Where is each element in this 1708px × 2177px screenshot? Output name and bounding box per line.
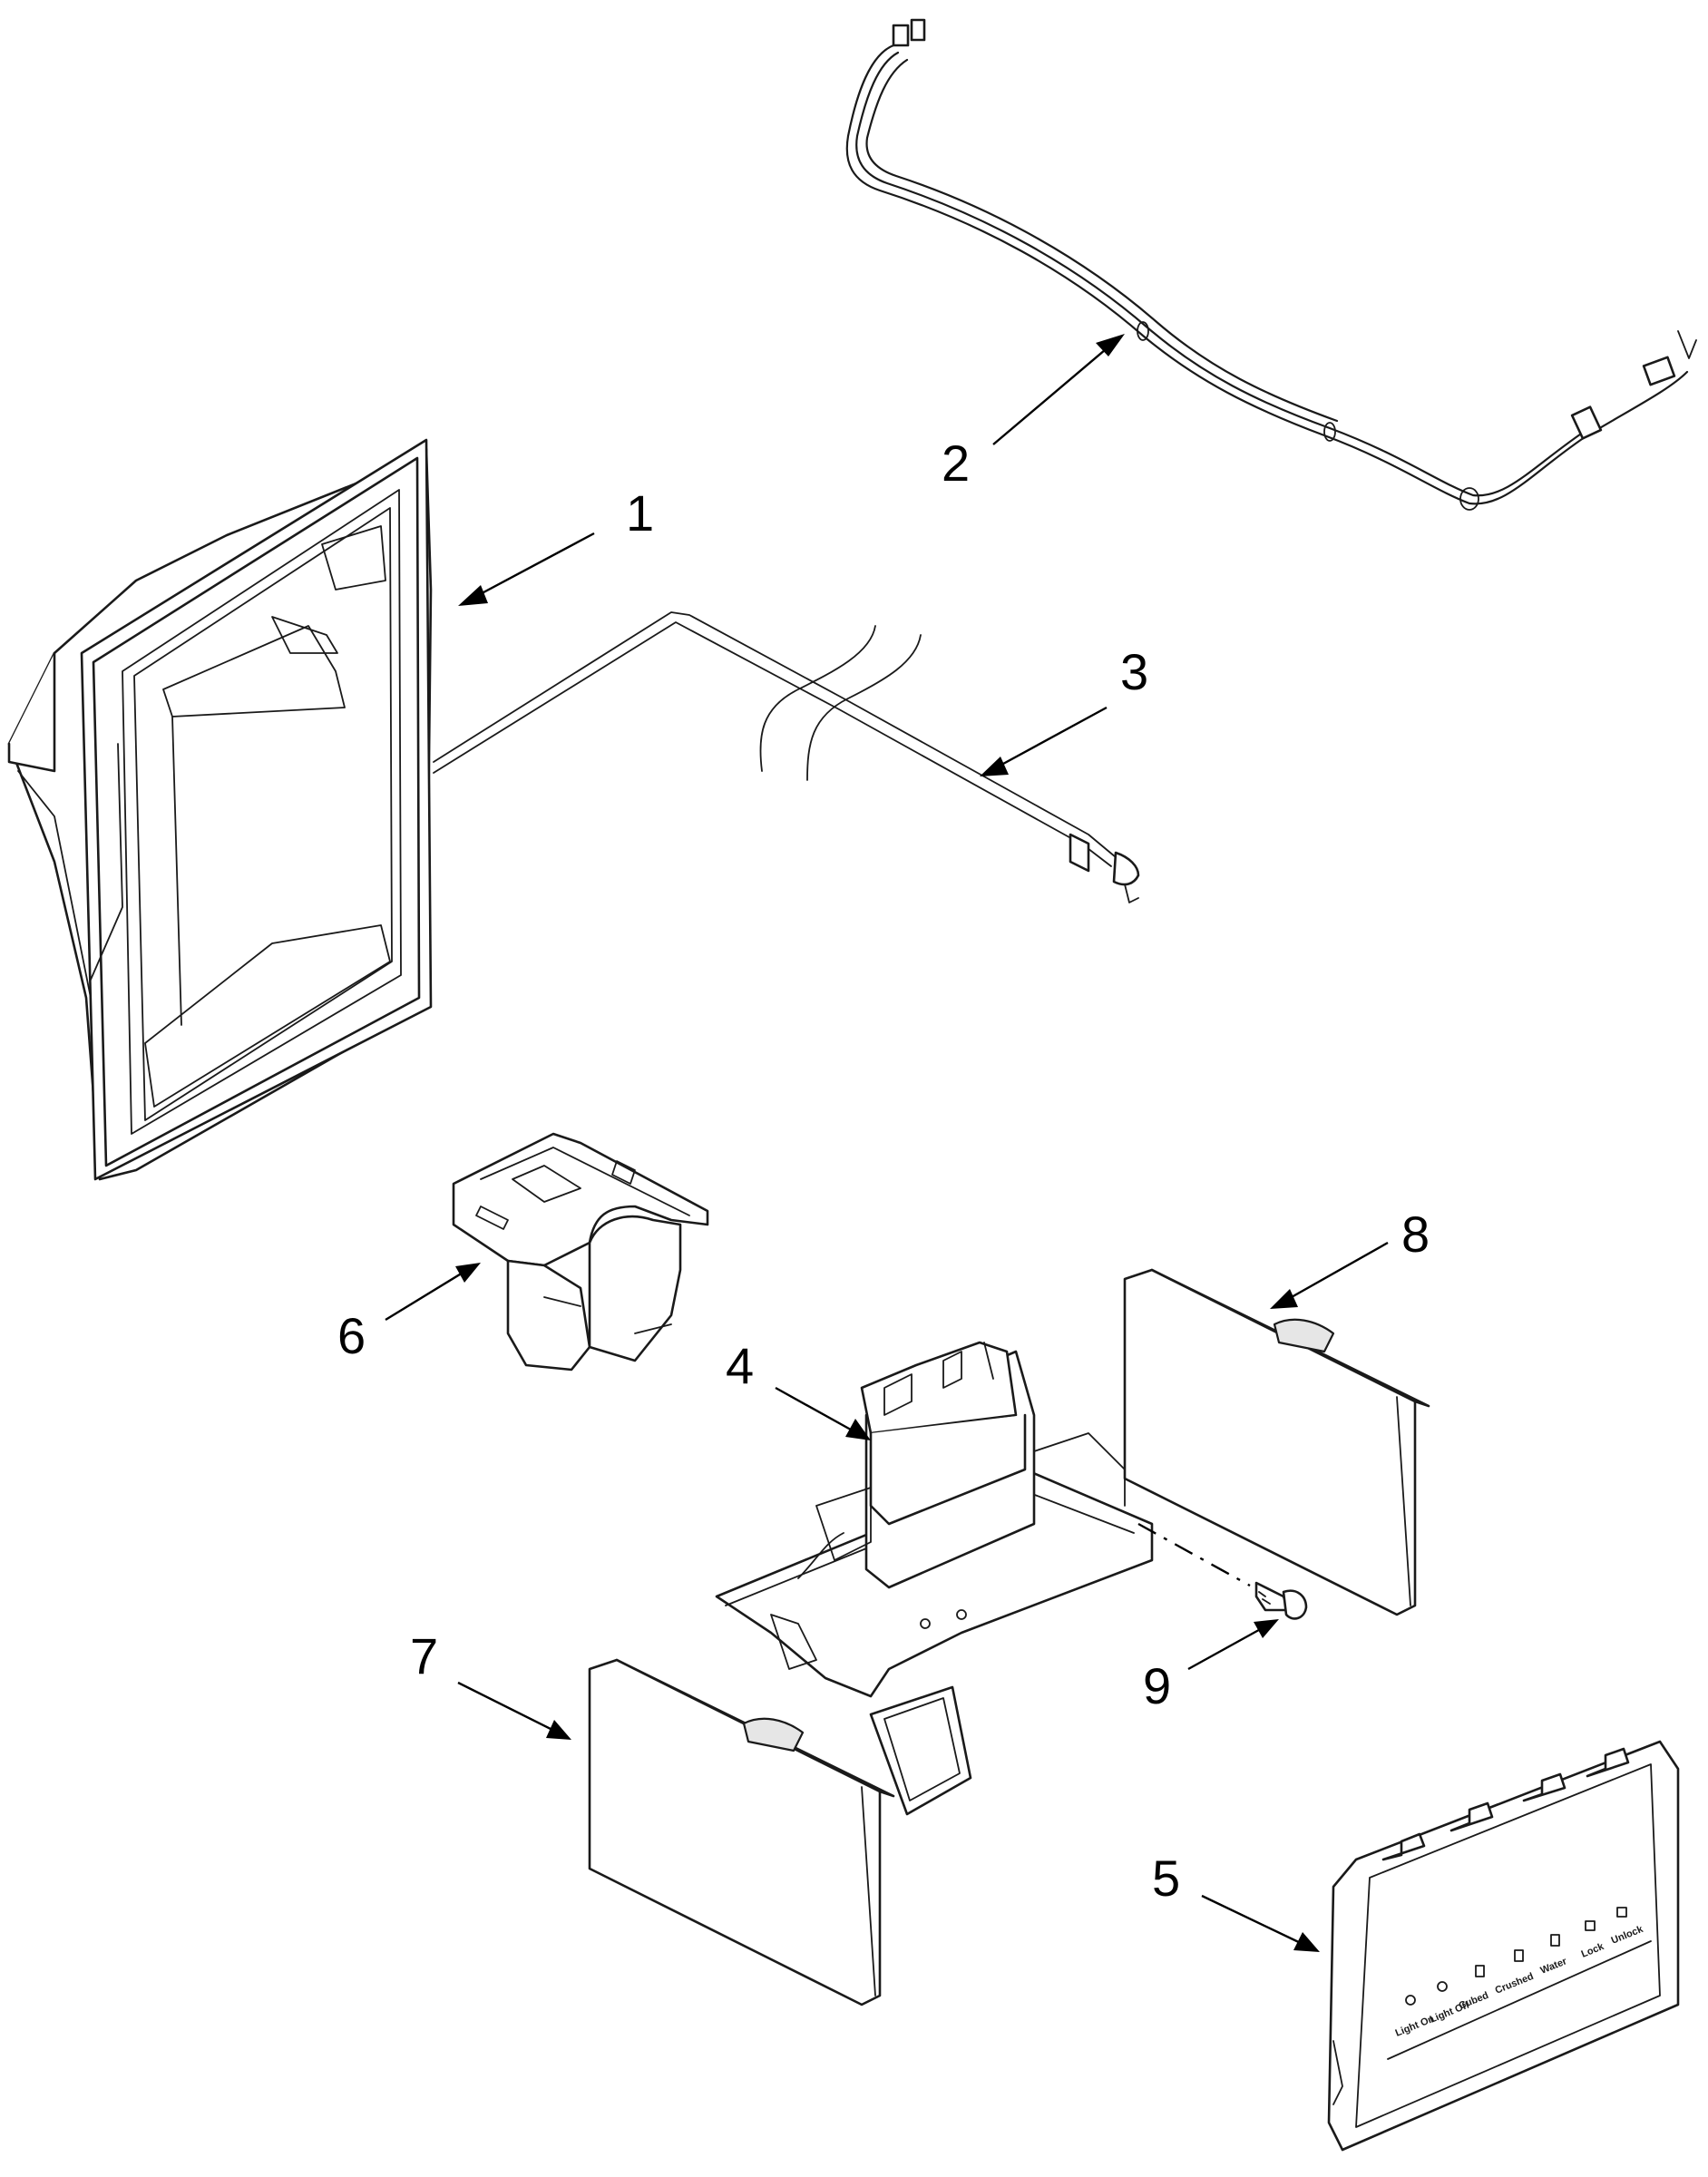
callout-7: 7 <box>410 1627 438 1684</box>
leader-lines <box>385 334 1389 1952</box>
part-4-actuator-assembly <box>715 1341 1154 1816</box>
callout-1: 1 <box>626 484 654 542</box>
part-6-chute-cover <box>452 1132 709 1372</box>
callout-2: 2 <box>942 434 970 492</box>
callout-8: 8 <box>1401 1206 1430 1263</box>
part-2-wire-harness <box>845 18 1697 511</box>
callout-3: 3 <box>1120 643 1148 700</box>
part-8-right-panel <box>1123 1268 1430 1616</box>
part-5-control-panel: Light On Light Off Cubed Crushed Water L… <box>1327 1740 1680 2152</box>
part-7-left-panel <box>588 1658 895 2006</box>
callout-numbers: 1 2 3 4 5 6 7 8 9 <box>337 434 1430 1907</box>
callout-4: 4 <box>726 1337 754 1394</box>
control-panel-icons <box>1405 1907 1627 2006</box>
part-9-screw <box>1254 1581 1308 1620</box>
part-3-tube <box>433 611 1140 903</box>
callout-5: 5 <box>1152 1850 1180 1907</box>
part-1-dispenser-housing <box>7 438 433 1181</box>
callout-9: 9 <box>1143 1657 1171 1714</box>
callout-6: 6 <box>337 1307 366 1364</box>
